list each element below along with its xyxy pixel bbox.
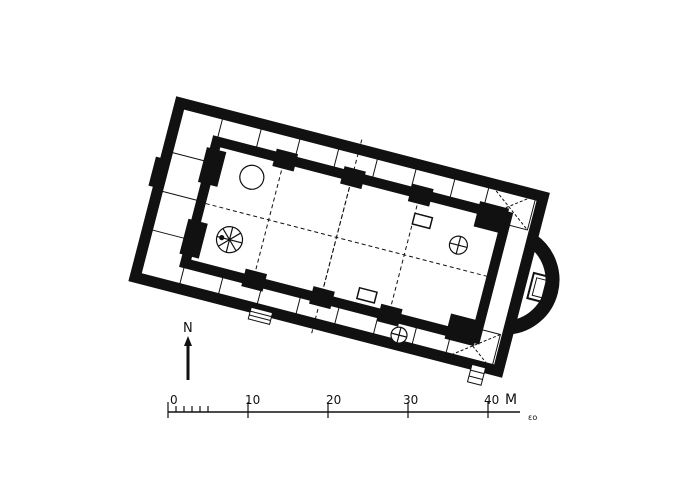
scale-tick-10: 10 bbox=[245, 393, 260, 407]
apse-wall bbox=[508, 234, 560, 335]
north-arrow: N bbox=[183, 321, 193, 380]
scale-tick-20: 20 bbox=[326, 393, 341, 407]
north-label: N bbox=[183, 321, 193, 336]
nave-furniture bbox=[355, 212, 434, 304]
spiral-stairs bbox=[215, 164, 469, 344]
scale-tick-40: 40 bbox=[484, 393, 499, 407]
scale-tick-30: 30 bbox=[403, 393, 418, 407]
church-floor-plan bbox=[128, 96, 560, 386]
entrance-steps bbox=[247, 306, 487, 386]
corner-bays bbox=[444, 182, 538, 370]
piers bbox=[179, 147, 510, 347]
aisle-bays bbox=[147, 114, 457, 349]
vault-lines bbox=[205, 139, 487, 334]
altar bbox=[526, 271, 553, 304]
scale-unit: M bbox=[505, 392, 517, 408]
west-entrance bbox=[148, 156, 170, 190]
scale-trailing-mark: ɛo bbox=[528, 413, 537, 422]
scale-bar: 0 10 20 30 40 M ɛo bbox=[167, 392, 537, 422]
scale-tick-0: 0 bbox=[170, 393, 178, 407]
